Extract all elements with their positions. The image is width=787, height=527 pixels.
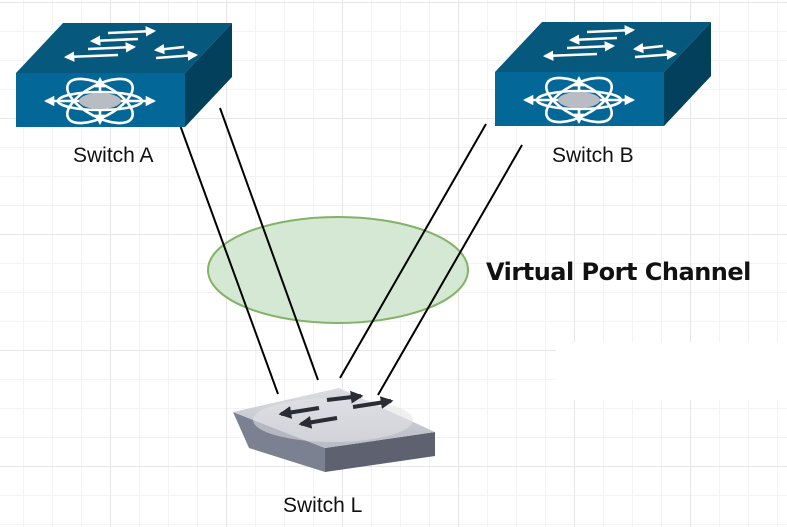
vpc-group-ellipse bbox=[207, 216, 469, 324]
switch-b-node[interactable] bbox=[495, 22, 711, 131]
vpc-label: Virtual Port Channel bbox=[486, 258, 751, 286]
switch-a-node[interactable] bbox=[16, 23, 232, 132]
core-switch-icon bbox=[16, 23, 232, 127]
access-switch-icon bbox=[233, 388, 435, 472]
switch-a-label: Switch A bbox=[73, 144, 154, 167]
link-b2-l bbox=[377, 144, 523, 396]
core-switch-icon bbox=[495, 22, 711, 126]
link-a1-l bbox=[179, 124, 279, 395]
link-b1-l bbox=[339, 123, 487, 379]
links bbox=[179, 107, 523, 396]
link-a2-l bbox=[219, 107, 319, 381]
switch-l-label: Switch L bbox=[283, 494, 363, 517]
blank-area bbox=[556, 342, 787, 400]
switch-l-node[interactable] bbox=[233, 388, 435, 472]
switch-b-label: Switch B bbox=[552, 144, 634, 167]
